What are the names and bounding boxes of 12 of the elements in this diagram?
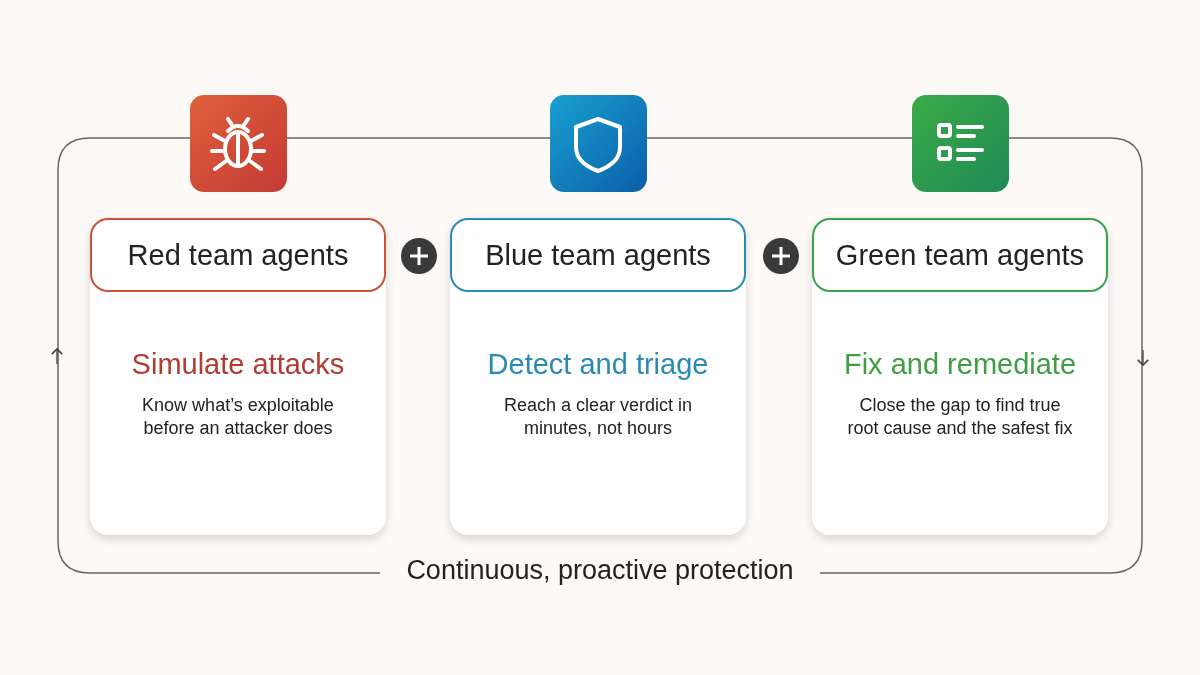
card-title: Detect and triage xyxy=(486,348,710,381)
team-card xyxy=(90,218,386,535)
team-heading: Red team agents xyxy=(90,218,386,292)
card-description: Close the gap to find true root cause and the safest fix xyxy=(846,394,1074,440)
card-title: Fix and remediate xyxy=(842,348,1078,381)
team-card xyxy=(812,218,1108,535)
team-card xyxy=(450,218,746,535)
team-heading: Green team agents xyxy=(812,218,1108,292)
card-title: Simulate attacks xyxy=(130,348,346,381)
team-heading: Blue team agents xyxy=(450,218,746,292)
card-description: Reach a clear verdict in minutes, not hours xyxy=(502,394,694,440)
card-description: Know what’s exploitable before an attacker does xyxy=(141,394,335,440)
